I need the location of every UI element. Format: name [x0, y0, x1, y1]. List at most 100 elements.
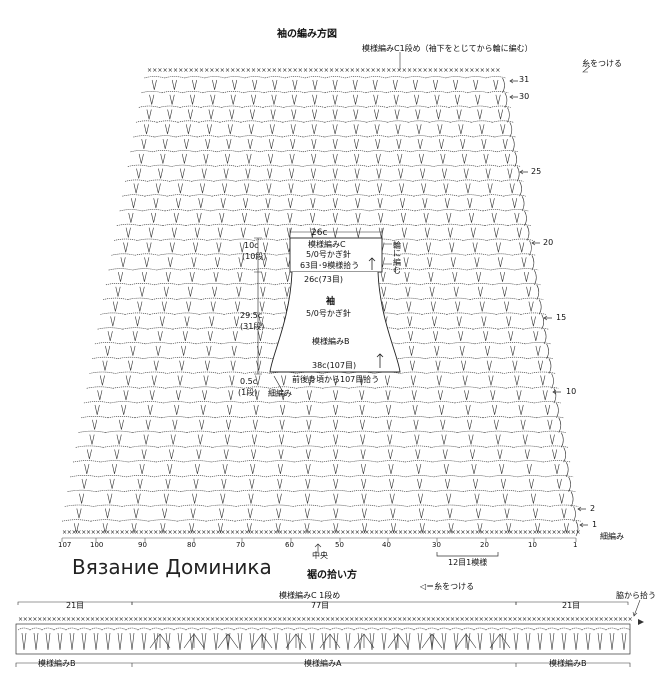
single-crochet-label: 細編み — [268, 389, 292, 398]
schematic-pattern-c: 模様編みC — [308, 240, 346, 249]
sc-mark: × — [408, 529, 413, 536]
sc-mark: × — [402, 67, 407, 74]
sc-mark: × — [393, 529, 398, 536]
tall-stitch-row — [131, 198, 518, 209]
chain-row — [122, 194, 526, 197]
sc-mark: × — [571, 529, 576, 536]
sc-mark: × — [230, 67, 235, 74]
tick-10: 10 — [528, 541, 537, 549]
chain-row — [83, 401, 561, 404]
hem-pattern-c-row: 模様編みC 1段め — [279, 591, 341, 600]
sc-mark: × — [206, 529, 211, 536]
sc-mark: × — [278, 529, 283, 536]
sc-mark: × — [186, 616, 191, 623]
row-label-15: 15 — [556, 313, 567, 322]
sc-mark: × — [200, 616, 205, 623]
sc-mark: × — [138, 616, 143, 623]
sc-mark: × — [479, 616, 484, 623]
sc-mark: × — [504, 529, 509, 536]
tick-1: 1 — [573, 541, 578, 549]
chain-row — [64, 504, 579, 507]
sc-mark: × — [360, 529, 365, 536]
tall-stitch-row — [136, 168, 513, 179]
tall-stitch-row — [97, 390, 548, 401]
sc-mark: × — [148, 529, 153, 536]
sc-mark: × — [261, 67, 266, 74]
sc-mark: × — [256, 67, 261, 74]
chain-row — [81, 416, 564, 419]
sc-mark: × — [42, 616, 47, 623]
start-row-label: 細編み — [600, 532, 624, 541]
row-label-1: 1 — [592, 520, 598, 529]
sc-mark: × — [584, 616, 589, 623]
sc-mark: × — [561, 529, 566, 536]
hem-band — [15, 623, 631, 655]
schematic-bottom-width: 38c(107目) — [312, 361, 357, 370]
sc-mark: × — [183, 67, 188, 74]
tick-40: 40 — [382, 541, 391, 549]
tick-100: 100 — [90, 541, 104, 549]
sc-mark: × — [608, 616, 613, 623]
sc-mark: × — [469, 616, 474, 623]
sc-mark: × — [128, 616, 133, 623]
sc-mark: × — [368, 616, 373, 623]
sc-mark: × — [133, 616, 138, 623]
tick-50: 50 — [335, 541, 344, 549]
chain-row — [75, 445, 569, 448]
sc-mark: × — [480, 529, 485, 536]
turning-chain — [546, 343, 549, 359]
chain-row — [119, 209, 529, 212]
sc-mark: × — [235, 529, 240, 536]
row-arrow — [509, 78, 518, 84]
left-bot-rows: (1段) — [238, 388, 258, 397]
sc-mark: × — [421, 616, 426, 623]
sc-mark: × — [541, 616, 546, 623]
row-arrow — [552, 389, 561, 395]
tall-stitch-row — [92, 419, 553, 430]
left-top-length: 10c — [244, 241, 259, 250]
sc-mark: × — [306, 616, 311, 623]
sc-mark: × — [210, 616, 215, 623]
sc-mark: × — [288, 529, 293, 536]
sc-mark: × — [412, 67, 417, 74]
sc-mark: × — [325, 616, 330, 623]
sc-mark: × — [388, 529, 393, 536]
sc-mark: × — [589, 616, 594, 623]
sc-mark: × — [412, 529, 417, 536]
sc-mark: × — [537, 529, 542, 536]
turning-chain — [541, 314, 544, 330]
sc-mark: × — [379, 529, 384, 536]
turning-chain — [543, 329, 547, 345]
tick-80: 80 — [187, 541, 196, 549]
sc-mark: × — [157, 67, 162, 74]
sc-mark: × — [178, 67, 183, 74]
chain-row — [61, 519, 581, 522]
sc-mark: × — [129, 529, 134, 536]
sc-mark: × — [76, 529, 81, 536]
chain-row — [130, 150, 519, 153]
sc-mark: × — [459, 67, 464, 74]
sc-mark: × — [552, 529, 557, 536]
pickup-arrow-body — [376, 353, 384, 368]
center-label: 中央 — [312, 551, 328, 560]
sc-mark: × — [427, 529, 432, 536]
sc-mark: × — [163, 529, 168, 536]
sc-mark: × — [204, 67, 209, 74]
sc-mark: × — [172, 529, 177, 536]
sc-mark: × — [173, 67, 178, 74]
chain-row — [144, 76, 506, 79]
sc-mark: × — [403, 529, 408, 536]
sc-mark: × — [536, 616, 541, 623]
tick-90: 90 — [138, 541, 147, 549]
turning-chain — [575, 521, 579, 537]
sc-mark: × — [268, 616, 273, 623]
sc-mark: × — [340, 616, 345, 623]
sc-mark: × — [402, 616, 407, 623]
chain-row — [133, 135, 516, 138]
sc-mark: × — [148, 616, 153, 623]
tall-stitch-row — [99, 375, 546, 386]
row-arrow — [531, 240, 540, 246]
sc-mark: × — [205, 616, 210, 623]
sc-mark: × — [384, 529, 389, 536]
round-bracket — [384, 243, 392, 265]
